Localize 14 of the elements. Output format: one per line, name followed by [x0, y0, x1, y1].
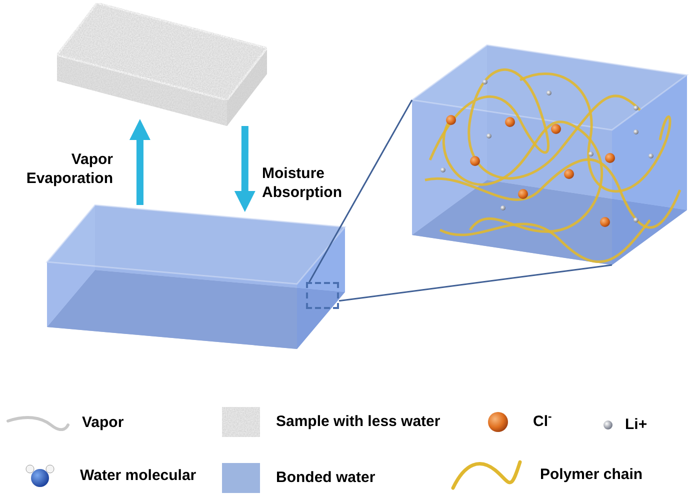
zoom-region-box — [306, 282, 339, 309]
edge-label: Vapor Evaporation — [25, 150, 113, 188]
process-arrow — [234, 126, 256, 212]
legend-label: Sample with less water — [276, 412, 440, 432]
zoom-line — [338, 264, 612, 302]
zoom-line — [308, 100, 413, 282]
legend-label: Bonded water — [276, 468, 376, 488]
legend-label: Vapor — [82, 413, 124, 433]
legend-label: Li+ — [625, 415, 648, 435]
legend-label: Polymer chain — [540, 464, 643, 485]
legend-label: Water molecular — [80, 466, 196, 486]
legend-label: Cl$^{-}$ — [533, 411, 552, 432]
process-arrow — [129, 119, 150, 205]
edge-label: Moisture Absorption — [262, 164, 343, 202]
